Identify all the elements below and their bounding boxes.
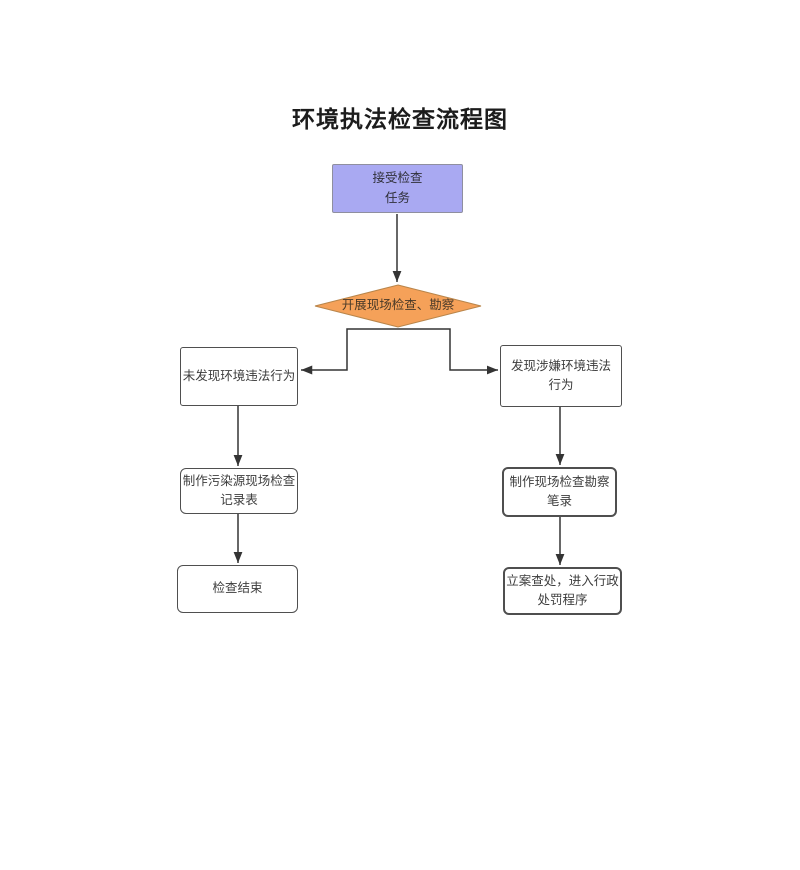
node-case-filing-punishment: 立案查处，进入行政 处罚程序 xyxy=(503,567,622,615)
node-decision-site-inspection: 开展现场检查、勘察 xyxy=(341,298,455,313)
connector-decision-to-violation-found xyxy=(398,328,498,375)
node-start-accept-task: 接受检查 任务 xyxy=(332,164,463,213)
node-inspection-end: 检查结束 xyxy=(177,565,298,613)
connector-decision-to-no-violation xyxy=(301,328,398,375)
page-title: 环境执法检查流程图 xyxy=(292,106,508,132)
node-no-violation-found: 未发现环境违法行为 xyxy=(180,347,298,406)
node-site-survey-record: 制作现场检查勘察 笔录 xyxy=(502,467,617,517)
node-violation-found: 发现涉嫌环境违法 行为 xyxy=(500,345,622,407)
node-pollution-source-record-form: 制作污染源现场检查 记录表 xyxy=(180,468,298,514)
